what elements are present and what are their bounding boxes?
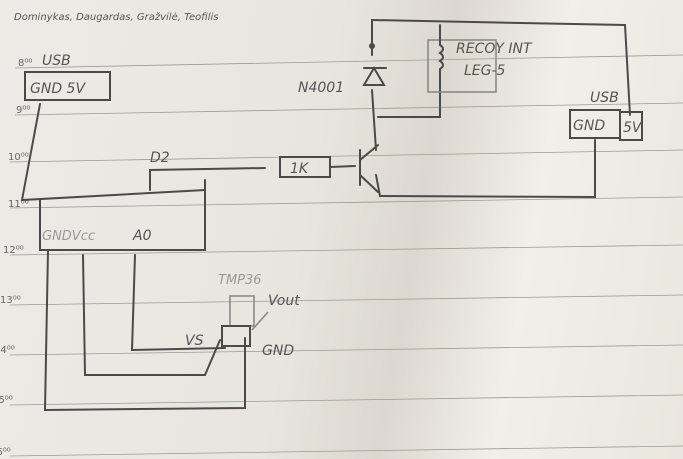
diode-n4001: N4001 [298,43,387,96]
svg-text:TMP36: TMP36 [218,273,262,288]
hour-label: 13⁰⁰ [0,295,21,306]
hour-label: 15⁰⁰ [0,395,13,406]
svg-text:Vout: Vout [268,293,300,309]
usb-left: USB GND 5V [24,53,111,101]
hour-label: 9⁰⁰ [16,105,30,116]
svg-text:VS: VS [185,333,204,349]
svg-text:GND 5V: GND 5V [30,81,86,97]
svg-text:A0: A0 [132,228,152,244]
svg-text:RECOY INT: RECOY INT [456,41,533,57]
svg-text:N4001: N4001 [298,80,344,96]
svg-text:USB: USB [42,53,71,69]
hour-labels: 8⁰⁰ 9⁰⁰ 10⁰⁰ 11⁰⁰ 12⁰⁰ 13⁰⁰ 14⁰⁰ 15⁰⁰ 16… [0,58,32,458]
authors-header: Dominykas, Daugardas, Gražvilė, Teofilis [14,11,218,23]
svg-text:GND: GND [573,118,605,134]
resistor-1k: 1K [279,156,331,178]
hour-label: 8⁰⁰ [18,58,32,69]
hour-label: 14⁰⁰ [0,345,15,356]
svg-text:5V: 5V [623,120,643,136]
hour-label: 10⁰⁰ [8,152,29,163]
hour-label: 11⁰⁰ [8,199,29,210]
wires [20,19,631,412]
ruled-lines [9,54,683,457]
usb-right: USB GND 5V [569,90,643,141]
svg-text:USB: USB [590,90,619,106]
pin-d2-label: D2 [150,150,170,166]
svg-text:GNDVcc: GNDVcc [42,229,95,244]
svg-text:LEG-5: LEG-5 [464,63,506,79]
arduino-block: GNDVcc A0 [42,228,152,244]
tmp36-sensor: TMP36 Vout VS GND [185,273,300,359]
svg-text:GND: GND [262,343,294,359]
transistor [359,144,379,193]
hour-label: 12⁰⁰ [3,245,24,256]
svg-text:1K: 1K [290,161,310,177]
relay: RECOY INT LEG-5 [427,24,533,93]
hour-label: 16⁰⁰ [0,447,11,458]
